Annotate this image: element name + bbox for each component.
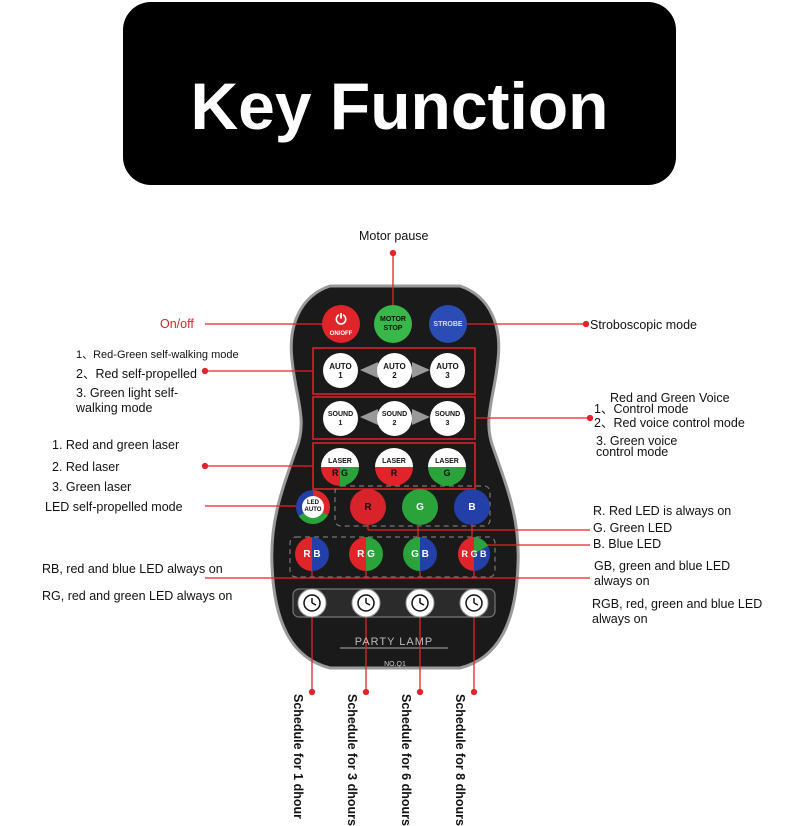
label-rg: RG, red and green LED always on	[42, 589, 233, 603]
label-auto-1: 1、Red-Green self-walking mode	[76, 349, 239, 361]
title-banner: Key Function	[123, 2, 676, 185]
led-rg-button[interactable]: R G	[357, 548, 375, 560]
sound-1-button[interactable]: SOUND 1	[323, 401, 358, 436]
label-schedule-3: Schedule for 3 dhours	[345, 694, 359, 826]
sound-arrow-right	[412, 409, 430, 425]
combo-led-rb	[295, 537, 329, 571]
label-on-off: On/off	[160, 317, 194, 331]
led-g-button[interactable]: G	[402, 489, 438, 525]
combo-led-gb	[403, 537, 437, 571]
label-auto-3b: walking mode	[76, 401, 153, 415]
label-voice-3a: 3. Green voice	[596, 434, 678, 448]
label-laser-1: 1. Red and green laser	[52, 438, 180, 452]
timer-3h-icon	[351, 588, 381, 618]
label-r-led: R. Red LED is always on	[593, 504, 732, 518]
label-auto-3a: 3. Green light self-	[76, 386, 179, 400]
led-auto-button[interactable]: LED AUTO	[296, 490, 330, 524]
page-title: Key Function	[190, 69, 609, 143]
timer-6h-icon	[405, 588, 435, 618]
label-voice-1b: 1、Control mode	[594, 402, 689, 416]
sound-2-button[interactable]: SOUND 2	[377, 401, 412, 436]
on-off-button[interactable]: ⏻ ON/OFF	[322, 305, 360, 343]
label-laser-2: 2. Red laser	[52, 460, 120, 474]
combo-led-frame	[289, 536, 496, 578]
label-motor-pause: Motor pause	[359, 229, 429, 243]
auto-3-button[interactable]: AUTO 3	[430, 353, 465, 388]
label-strobe: Stroboscopic mode	[590, 318, 698, 332]
label-led-self: LED self-propelled mode	[45, 500, 183, 514]
auto-2-button[interactable]: AUTO 2	[377, 353, 412, 388]
strobe-button[interactable]: STROBE	[429, 305, 467, 343]
brand-label: PARTY LAMP	[354, 636, 434, 648]
laser-rg-button[interactable]: LASER R G	[321, 448, 359, 486]
auto-arrow-right	[412, 362, 430, 378]
label-gb-b: always on	[594, 574, 650, 588]
timer-frame	[292, 588, 496, 618]
led-rb-button[interactable]: R B	[303, 548, 321, 560]
label-schedule-6: Schedule for 6 dhours	[399, 694, 413, 826]
combo-led-rgb	[457, 537, 491, 571]
label-rgb-a: RGB, red, green and blue LED	[592, 597, 763, 611]
led-b-button[interactable]: B	[454, 489, 490, 525]
motor-stop-button[interactable]: MOTOR STOP	[374, 305, 412, 343]
label-rb: RB, red and blue LED always on	[42, 562, 223, 576]
label-gb-a: GB, green and blue LED	[594, 559, 731, 573]
combo-led-rg	[349, 537, 383, 571]
label-laser-3: 3. Green laser	[52, 480, 132, 494]
label-schedule-1: Schedule for 1 dhour	[291, 694, 305, 820]
laser-r-button[interactable]: LASER R	[375, 448, 413, 486]
label-voice-1a: Red and Green Voice	[610, 391, 730, 405]
led-r-button[interactable]: R	[350, 489, 386, 525]
label-rgb-b: always on	[592, 612, 648, 626]
timer-8h-icon	[459, 588, 489, 618]
label-voice-2: 2、Red voice control mode	[594, 416, 745, 430]
auto-1-button[interactable]: AUTO 1	[323, 353, 358, 388]
timer-1h-icon	[297, 588, 327, 618]
label-auto-2: 2、Red self-propelled	[76, 367, 197, 381]
led-gb-button[interactable]: G B	[411, 548, 429, 560]
label-voice-3b: control mode	[596, 445, 669, 459]
laser-g-button[interactable]: LASER G	[428, 448, 466, 486]
sound-3-button[interactable]: SOUND 3	[430, 401, 465, 436]
auto-arrow-left	[360, 362, 378, 378]
label-schedule-8: Schedule for 8 dhours	[453, 694, 467, 826]
single-led-frame	[334, 485, 491, 527]
led-rgb-button[interactable]: R G B	[461, 548, 487, 559]
label-b-led: B. Blue LED	[593, 537, 662, 551]
power-icon: ⏻	[335, 311, 347, 327]
sound-arrow-left	[360, 409, 378, 425]
label-g-led: G. Green LED	[593, 521, 673, 535]
model-label: NO.Q1	[384, 661, 406, 668]
